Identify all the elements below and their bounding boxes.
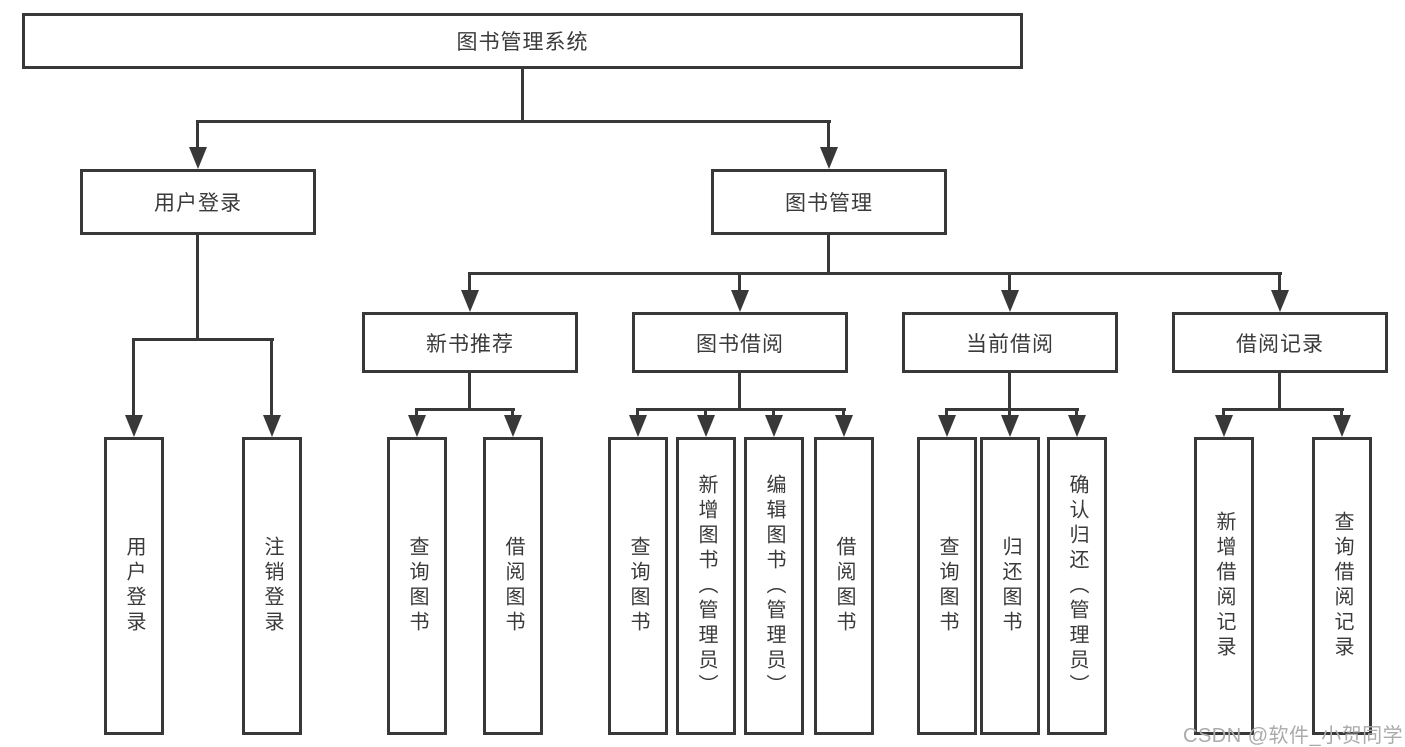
leaf-label: 查询图书 [627,536,649,636]
leaf-add-borrow-record: 新增借阅记录 [1194,437,1254,735]
node-user-login: 用户登录 [80,169,316,235]
arrowhead-icon [731,290,749,312]
arrowhead-icon [820,147,838,169]
connector-line [270,338,273,415]
leaf-label: 查询图书 [406,536,428,636]
connector-line [196,120,831,123]
leaf-user-login: 用户登录 [104,437,164,735]
node-book-management: 图书管理 [711,169,947,235]
arrowhead-icon [504,415,522,437]
arrowhead-icon [1001,415,1019,437]
connector-line [1008,408,1011,415]
leaf-borrow-books-recommend: 借阅图书 [483,437,543,735]
arrowhead-icon [938,415,956,437]
connector-line [772,408,775,415]
watermark: CSDN @软件_小贺同学 [1183,725,1404,747]
leaf-label: 查询图书 [936,536,958,636]
arrowhead-icon [125,415,143,437]
node-library-system: 图书管理系统 [22,13,1023,69]
connector-line [468,373,471,408]
connector-line [738,272,741,290]
arrowhead-icon [835,415,853,437]
connector-line [738,373,741,408]
connector-line [468,272,471,290]
connector-line [1340,408,1343,415]
arrowhead-icon [1001,290,1019,312]
connector-line [196,235,199,338]
connector-line [196,120,199,147]
connector-line [827,120,830,147]
node-new-book-recommend: 新书推荐 [362,312,578,373]
connector-line [704,408,707,415]
connector-line [636,408,846,411]
connector-line [945,408,1079,411]
connector-line [1222,408,1225,415]
leaf-label: 用户登录 [123,536,145,636]
connector-line [1222,408,1344,411]
arrowhead-icon [408,415,426,437]
leaf-return-book: 归还图书 [980,437,1040,735]
connector-line [842,408,845,415]
connector-line [468,272,1282,275]
leaf-query-books-borrow: 查询图书 [608,437,668,735]
node-borrow-records: 借阅记录 [1172,312,1388,373]
leaf-edit-book-admin: 编辑图书（管理员） [744,437,804,735]
arrowhead-icon [1068,415,1086,437]
leaf-query-books-current: 查询图书 [917,437,977,735]
arrowhead-icon [697,415,715,437]
leaf-label: 借阅图书 [833,536,855,636]
arrowhead-icon [1333,415,1351,437]
leaf-borrow-books: 借阅图书 [814,437,874,735]
arrowhead-icon [629,415,647,437]
arrowhead-icon [765,415,783,437]
connector-line [132,338,274,341]
connector-line [1008,373,1011,408]
leaf-add-book-admin: 新增图书（管理员） [676,437,736,735]
leaf-label: 编辑图书（管理员） [763,473,785,699]
leaf-label: 查询借阅记录 [1331,511,1353,661]
connector-line [511,408,514,415]
leaf-label: 新增借阅记录 [1213,511,1235,661]
arrowhead-icon [189,147,207,169]
connector-line [521,69,524,120]
connector-line [415,408,515,411]
arrowhead-icon [263,415,281,437]
leaf-label: 借阅图书 [502,536,524,636]
leaf-logout: 注销登录 [242,437,302,735]
leaf-label: 注销登录 [261,536,283,636]
connector-line [1008,272,1011,290]
node-book-borrow: 图书借阅 [632,312,848,373]
arrowhead-icon [1271,290,1289,312]
node-current-borrow: 当前借阅 [902,312,1118,373]
connector-line [827,235,830,272]
connector-line [132,338,135,415]
connector-line [945,408,948,415]
leaf-label: 新增图书（管理员） [695,473,717,699]
leaf-label: 确认归还（管理员） [1066,473,1088,699]
connector-line [1278,272,1281,290]
leaf-label: 归还图书 [999,536,1021,636]
connector-line [636,408,639,415]
leaf-query-books-recommend: 查询图书 [387,437,447,735]
arrowhead-icon [461,290,479,312]
leaf-query-borrow-record: 查询借阅记录 [1312,437,1372,735]
leaf-confirm-return-admin: 确认归还（管理员） [1047,437,1107,735]
arrowhead-icon [1215,415,1233,437]
connector-line [1278,373,1281,408]
connector-line [415,408,418,415]
connector-line [1075,408,1078,415]
